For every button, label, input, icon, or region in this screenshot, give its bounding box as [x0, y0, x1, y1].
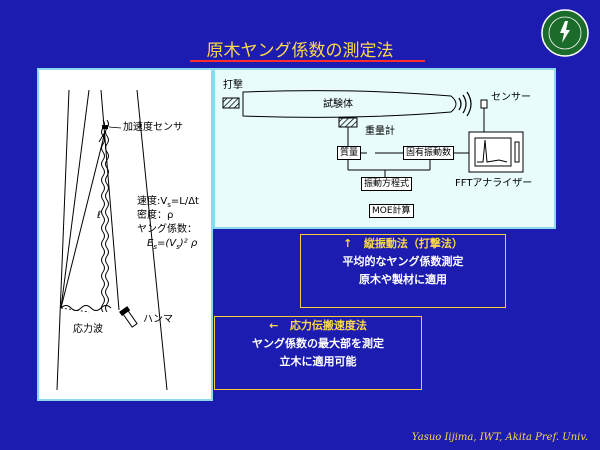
vibration-method-diagram-panel: 打撃 試験体 センサー 重量計 質量 固有振動数 振動方程式 FFTアナライザー… — [213, 68, 556, 229]
formula-speed: 速度:Vs=L/Δt — [137, 196, 199, 209]
strike-hammer-icon — [222, 97, 240, 109]
moe-calc-box: MOE計算 — [369, 204, 414, 218]
university-logo-icon — [541, 9, 589, 57]
specimen-label: 試験体 — [323, 99, 353, 110]
vibration-method-callout: ↑ 縦振動法（打撃法） 平均的なヤング係数測定 原木や製材に適用 — [300, 234, 506, 308]
stress-wave-method-title: 応力伝搬速度法 — [289, 319, 367, 332]
vibration-equation-box: 振動方程式 — [361, 177, 413, 191]
weigher-label: 重量計 — [365, 126, 395, 137]
stress-wave-diagram-panel: 加速度センサ ℓ 速度:Vs=L/Δt 密度：ρ ヤング係数： Es=(Vs)²… — [37, 68, 213, 401]
up-arrow-icon: ↑ — [343, 237, 353, 250]
formula-young: ヤング係数： — [137, 224, 197, 235]
accelerometer-label: 加速度センサ — [123, 122, 183, 133]
mass-box: 質量 — [337, 146, 362, 160]
stress-wave-method-line3: 立木に適用可能 — [279, 355, 357, 368]
hammer-icon — [119, 306, 138, 328]
stress-wave-label: 応力波 — [73, 324, 103, 335]
stress-wave-method-line2: ヤング係数の最大部を測定 — [252, 337, 384, 350]
hammer-label: ハンマ — [143, 314, 173, 325]
strike-label: 打撃 — [223, 80, 243, 91]
natural-frequency-box: 固有振動数 — [403, 146, 455, 160]
formula-young-expression: Es=(Vs)² ρ — [147, 238, 198, 251]
formula-density: 密度：ρ — [137, 210, 174, 221]
vibration-method-line2: 平均的なヤング係数測定 — [342, 255, 464, 268]
footer-credit: Yasuo Iijima, IWT, Akita Pref. Univ. — [411, 432, 588, 443]
vibration-method-title: 縦振動法（打撃法） — [363, 237, 463, 250]
page-title: 原木ヤング係数の測定法 — [206, 41, 394, 61]
fft-analyzer-label: FFTアナライザー — [455, 178, 533, 189]
vibration-diagram — [222, 90, 524, 178]
sensor-label: センサー — [491, 92, 531, 103]
left-arrow-icon: ← — [269, 319, 279, 332]
weigher-icon — [338, 117, 358, 128]
length-symbol: ℓ — [97, 210, 102, 221]
sensor-icon — [480, 99, 488, 109]
vibration-method-line3: 原木や製材に適用 — [359, 273, 447, 286]
stress-wave-method-callout: ← 応力伝搬速度法 ヤング係数の最大部を測定 立木に適用可能 — [214, 316, 422, 390]
specimen-log — [242, 90, 457, 118]
tree-diagram — [56, 89, 168, 391]
title-underline — [190, 60, 425, 62]
accelerometer-top-icon — [102, 125, 108, 129]
